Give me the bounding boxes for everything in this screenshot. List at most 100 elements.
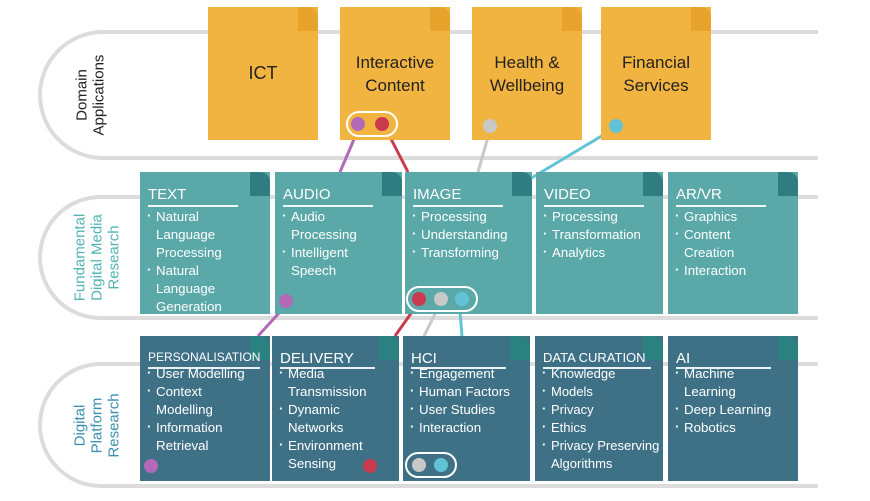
dot-grey [483, 119, 497, 133]
connector-cyan-top [517, 126, 616, 188]
list-item: Interaction [409, 418, 510, 437]
card-title: AI [676, 350, 691, 367]
card-title: AUDIO [283, 186, 331, 203]
card-audio: AUDIO Audio Processing Intelligent Speec… [275, 172, 402, 314]
card-data-curation: DATA CURATION Knowledge Models Privacy E… [535, 336, 663, 481]
list-item: Human Factors [409, 382, 510, 401]
title-rule [283, 205, 373, 207]
card-delivery: DELIVERY Media Transmission Dynamic Netw… [272, 336, 399, 481]
card-title: TEXT [148, 186, 187, 203]
card-text: TEXT Natural Language Processing Natural… [140, 172, 270, 314]
connector-red-bottom [393, 311, 414, 337]
list-item: Models [541, 382, 659, 401]
list-item: Interaction [674, 261, 746, 280]
list-item: Processing [156, 245, 222, 260]
dot-group-hci [405, 452, 457, 478]
list-item: Ethics [541, 418, 659, 437]
connector-purple-top [338, 136, 357, 173]
list-item: Dynamic [278, 400, 367, 419]
list-item: Content [674, 225, 746, 244]
title-rule [544, 205, 644, 207]
title-rule [148, 205, 238, 207]
list-item: Transmission [288, 384, 367, 399]
list-item: Processing [291, 227, 357, 242]
list-item: Language [156, 281, 216, 296]
list-item: Algorithms [551, 456, 613, 471]
domain-health-wellbeing: Health & Wellbeing [472, 7, 582, 140]
list-item: Engagement [409, 364, 510, 383]
list-item: User Modelling [146, 364, 245, 383]
dot-group-interactive [346, 111, 398, 137]
fold-corner [430, 7, 450, 31]
card-image: IMAGE Processing Understanding Transform… [405, 172, 532, 314]
connector-red-top [388, 136, 410, 173]
domain-financial-services: Financial Services [601, 7, 711, 140]
fold-corner [250, 336, 270, 360]
fold-corner [643, 172, 663, 196]
fold-corner [379, 336, 399, 360]
dot-cyan [455, 292, 469, 306]
list-item: Machine [674, 364, 771, 383]
list-item: Retrieval [156, 438, 209, 453]
connector-grey-bottom [422, 311, 438, 337]
card-items: Machine Learning Deep Learning Robotics [674, 364, 771, 437]
dot-grey [412, 458, 426, 472]
dot-purple [351, 117, 365, 131]
list-item: Language [156, 227, 216, 242]
fold-corner [512, 172, 532, 196]
list-item: Knowledge [541, 364, 659, 383]
fold-corner [778, 172, 798, 196]
list-item: Learning [684, 384, 736, 399]
list-item: Creation [684, 245, 735, 260]
card-title: DATA CURATION [543, 350, 646, 365]
card-items: Media Transmission Dynamic Networks Envi… [278, 364, 367, 473]
list-item: Audio [281, 207, 357, 226]
list-item: User Studies [409, 400, 510, 419]
list-item: Intelligent [281, 243, 357, 262]
list-item: Deep Learning [674, 400, 771, 419]
list-item: Context [146, 382, 245, 401]
fold-corner [382, 172, 402, 196]
card-title: AR/VR [676, 186, 722, 203]
card-title: IMAGE [413, 186, 462, 203]
list-item: Privacy [541, 400, 659, 419]
list-item: Media [278, 364, 367, 383]
list-item: Environment [278, 436, 367, 455]
card-hci: HCI Engagement Human Factors User Studie… [403, 336, 530, 481]
list-item: Natural [146, 261, 222, 280]
list-item: Information [146, 418, 245, 437]
connector-cyan-bottom [458, 311, 464, 337]
dot-cyan [609, 119, 623, 133]
card-ai: AI Machine Learning Deep Learning Roboti… [668, 336, 798, 481]
dot-red [363, 459, 377, 473]
card-video: VIDEO Processing Transformation Analytic… [536, 172, 663, 314]
list-item: Natural [146, 207, 222, 226]
dot-red [412, 292, 426, 306]
card-items: User Modelling Context Modelling Informa… [146, 364, 245, 455]
fold-corner [510, 336, 530, 360]
title-rule [676, 205, 766, 207]
fold-corner [562, 7, 582, 31]
list-item: Processing [411, 207, 508, 226]
card-items: Natural Language Processing Natural Lang… [146, 207, 222, 316]
card-title: DELIVERY [280, 350, 354, 367]
list-item: Generation [156, 299, 222, 314]
list-item: Processing [542, 207, 641, 226]
list-item: Graphics [674, 207, 746, 226]
fold-corner [691, 7, 711, 31]
list-item: Understanding [411, 225, 508, 244]
fold-corner [778, 336, 798, 360]
fold-corner [298, 7, 318, 31]
card-title: HCI [411, 350, 437, 367]
connector-purple-bottom [256, 310, 282, 338]
dot-grey [434, 292, 448, 306]
title-rule [413, 205, 503, 207]
dot-cyan [434, 458, 448, 472]
list-item: Privacy Preserving [541, 436, 659, 455]
fold-corner [250, 172, 270, 196]
card-items: Knowledge Models Privacy Ethics Privacy … [541, 364, 659, 473]
card-items: Audio Processing Intelligent Speech [281, 207, 357, 280]
card-title: PERSONALISATION [148, 350, 261, 364]
